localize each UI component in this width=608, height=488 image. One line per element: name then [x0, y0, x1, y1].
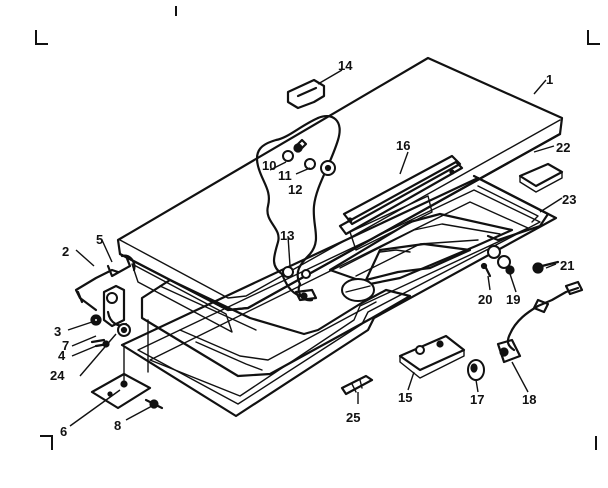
callout-10: 10	[262, 158, 276, 173]
callout-labels: 1 2 3 4 5 6 7 8 10 11 12 13 14 15 16 17 …	[50, 58, 576, 439]
callout-15: 15	[398, 390, 412, 405]
switch-assembly	[282, 138, 336, 176]
callout-14: 14	[338, 58, 353, 73]
callout-21: 21	[560, 258, 574, 273]
screw-8	[144, 398, 164, 410]
callout-3: 3	[54, 324, 61, 339]
window-opening	[341, 242, 472, 302]
cover-plate	[398, 334, 466, 379]
clip-25	[340, 374, 374, 396]
callout-4: 4	[58, 348, 66, 363]
callout-22: 22	[556, 140, 570, 155]
callout-18: 18	[522, 392, 536, 407]
callout-20: 20	[478, 292, 492, 307]
screw-hardware	[90, 314, 131, 348]
callout-11: 11	[278, 168, 292, 183]
screw-21	[532, 260, 560, 274]
callout-24: 24	[50, 368, 65, 383]
callout-12: 12	[288, 182, 302, 197]
foot-plate	[90, 372, 152, 410]
hinge-bracket	[74, 254, 136, 328]
lamp-holder	[480, 245, 515, 278]
callout-2: 2	[62, 244, 69, 259]
callout-7: 7	[62, 338, 69, 353]
callout-17: 17	[470, 392, 484, 407]
callout-6: 6	[60, 424, 67, 439]
callout-25: 25	[346, 410, 360, 425]
wire-connector	[282, 266, 318, 302]
bracket-22	[518, 162, 564, 193]
clip-14	[286, 78, 326, 110]
callout-16: 16	[396, 138, 410, 153]
power-cord	[496, 280, 584, 364]
callout-1: 1	[546, 72, 553, 87]
lamp-socket	[467, 359, 485, 381]
lower-panel	[140, 278, 412, 378]
callout-23: 23	[562, 192, 576, 207]
trim-strip	[338, 154, 464, 251]
callout-8: 8	[114, 418, 121, 433]
crop-marks	[35, 6, 600, 450]
callout-13: 13	[280, 228, 294, 243]
wire-harness	[255, 114, 341, 302]
callout-5: 5	[96, 232, 103, 247]
callout-19: 19	[506, 292, 520, 307]
leader-lines	[67, 69, 563, 427]
